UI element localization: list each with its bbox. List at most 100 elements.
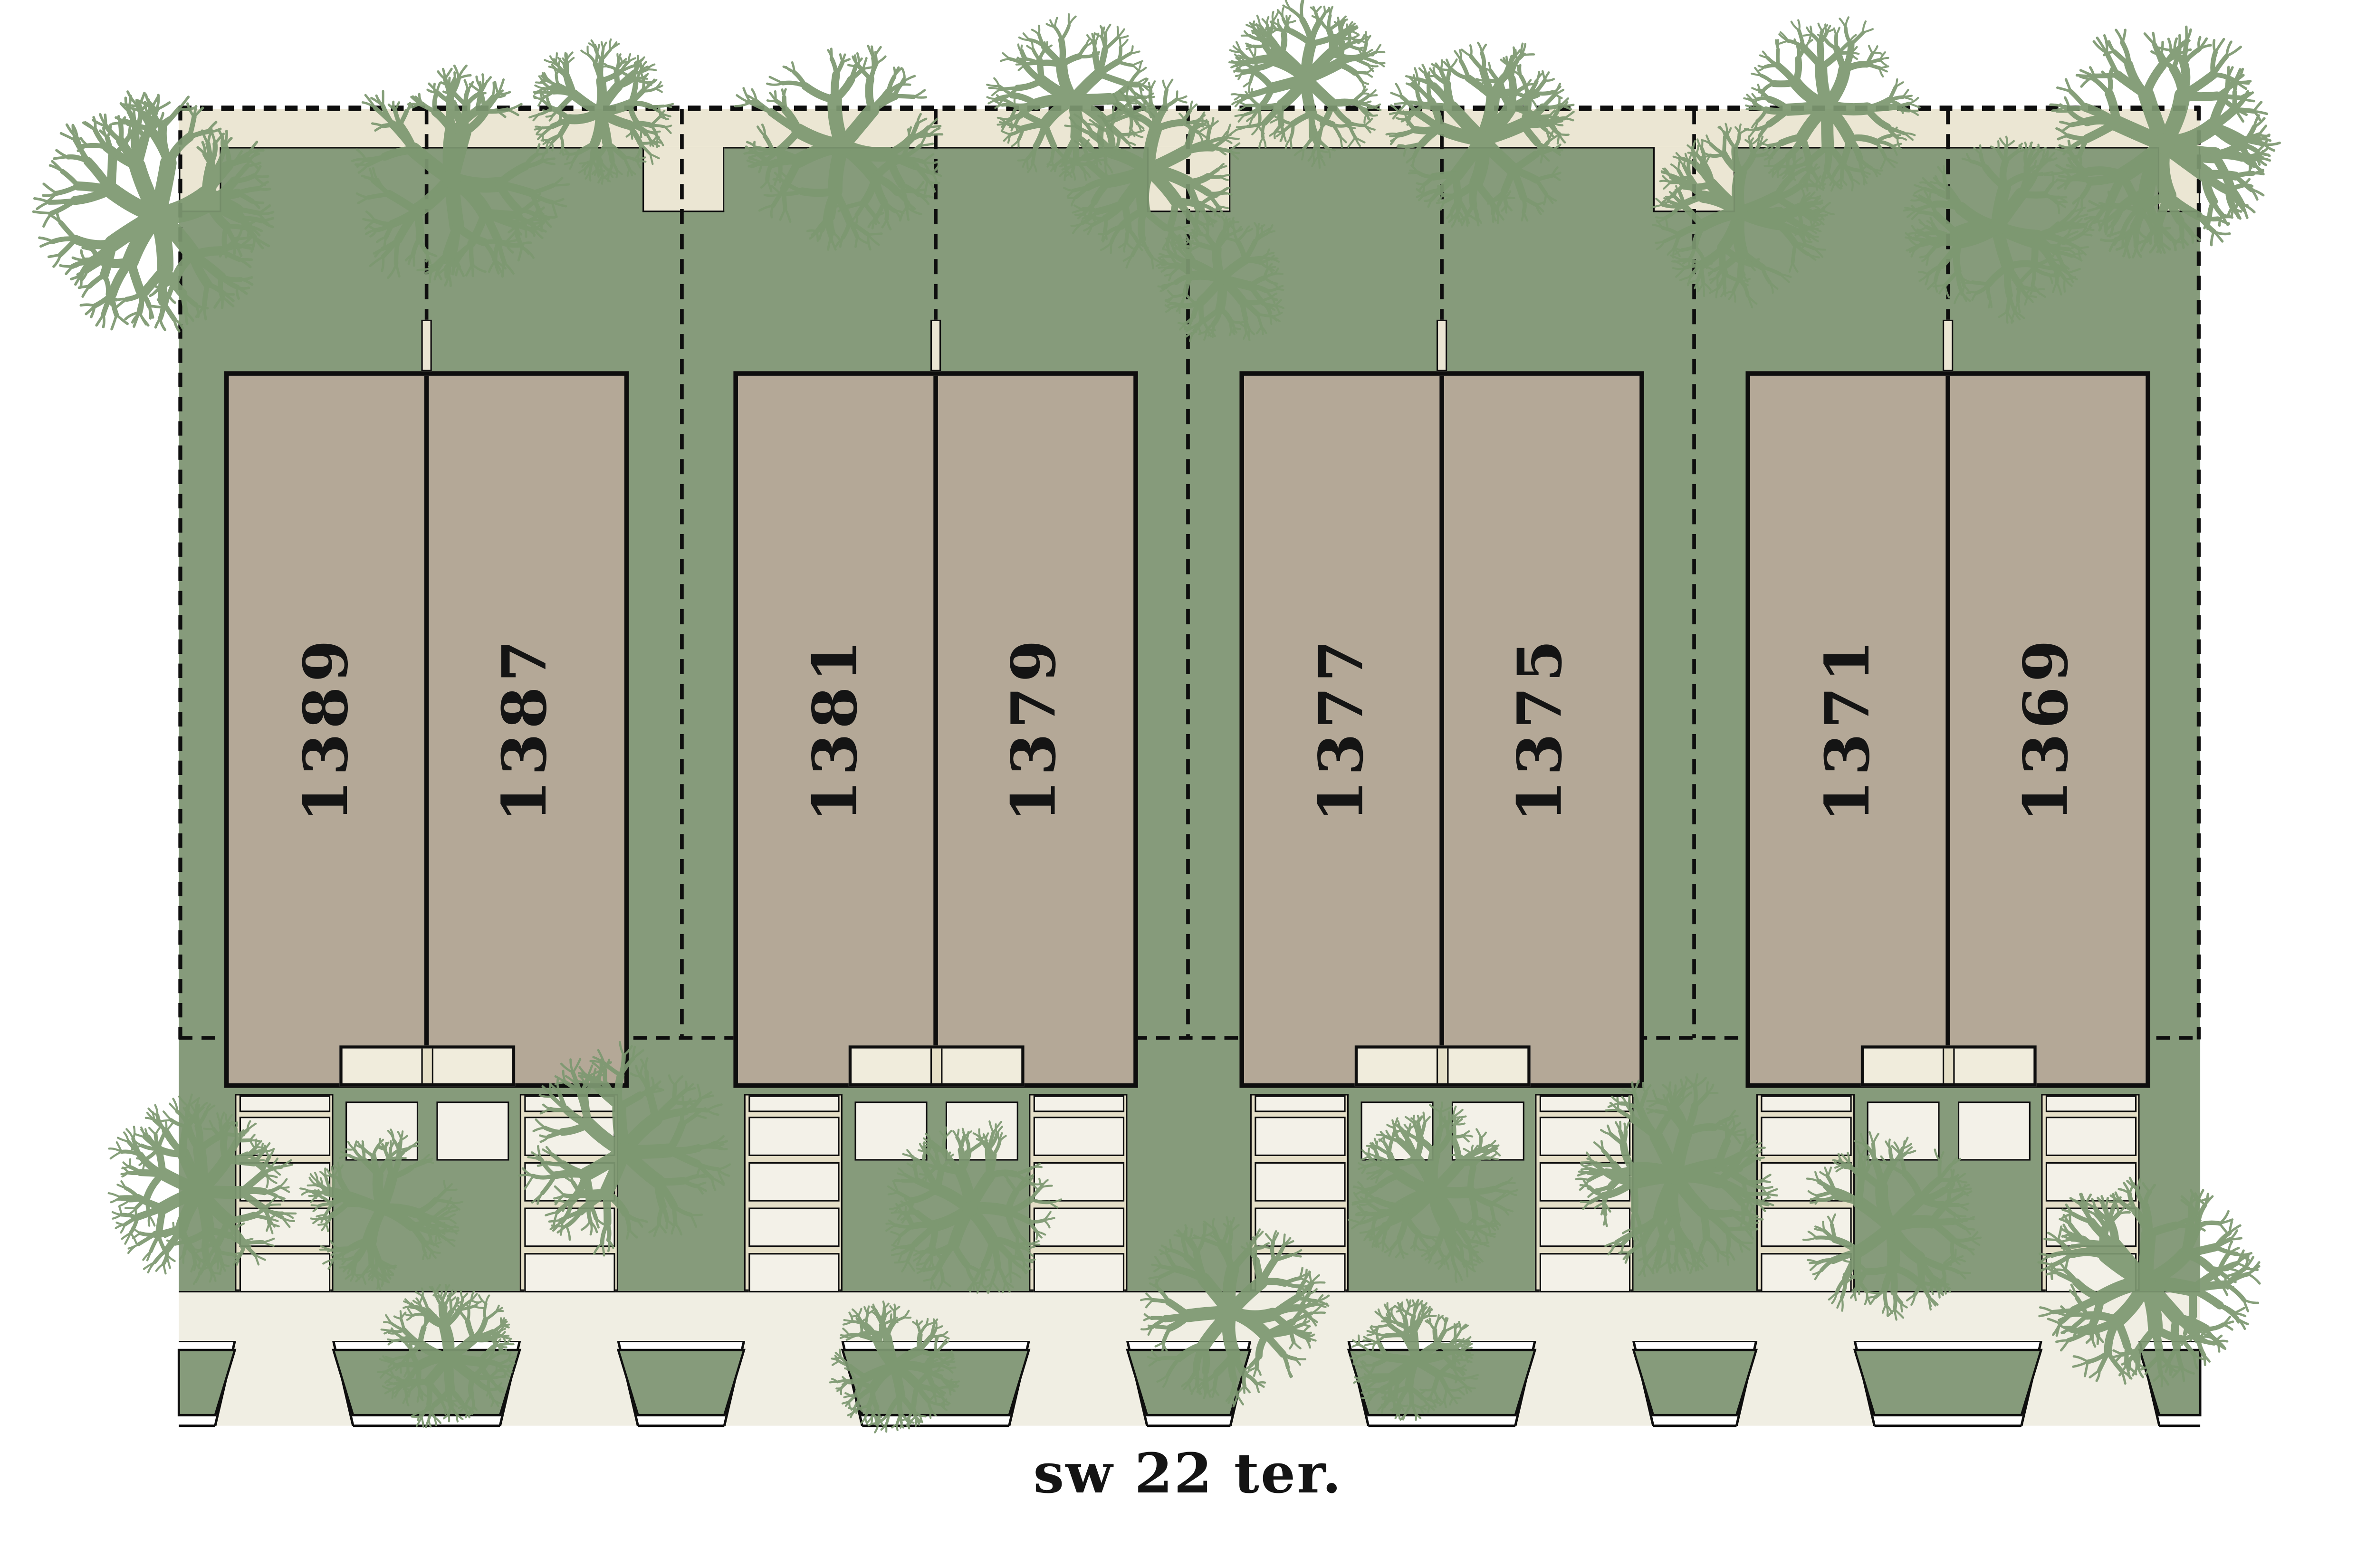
parkway-lawn-trapezoid [177, 1348, 237, 1416]
driveway-apron [1736, 1339, 1875, 1426]
paver-strip [1760, 1117, 1851, 1157]
paver-strip [1539, 1117, 1630, 1157]
porch-party-wall [1942, 1048, 1954, 1083]
sidewalk [179, 1291, 2201, 1341]
paver-strip [2045, 1162, 2136, 1202]
paver-driveway [1756, 1094, 1855, 1293]
paver-strip [747, 1095, 839, 1112]
party-wall-line [933, 375, 938, 1046]
paver-strip [1760, 1162, 1851, 1202]
parkway-lawn-trapezoid [1126, 1348, 1252, 1416]
paver-strip [523, 1117, 615, 1157]
lot-line-post [1943, 319, 1954, 372]
driveway-apron [500, 1339, 638, 1426]
apron-edge [1229, 1340, 1252, 1426]
entry-porch [1354, 1045, 1530, 1087]
tree-branches [1384, 1329, 1447, 1392]
site-plan: 1389 1387 1381 1379 1377 1375 1371 1369 … [32, 0, 2281, 1506]
paver-strip [1033, 1117, 1124, 1157]
building-duplex-3: 1377 1375 [1239, 371, 1644, 1088]
paver-strip [523, 1095, 615, 1112]
paver-driveway [519, 1094, 619, 1293]
unit-address-label: 1381 [800, 635, 872, 822]
apron-edge [723, 1340, 746, 1426]
paver-strip [1033, 1162, 1124, 1202]
unit-address-label: 1389 [291, 635, 363, 822]
paver-strip [1539, 1207, 1630, 1247]
parkway-lawn-trapezoid [841, 1348, 1031, 1416]
paver-strip [1539, 1253, 1630, 1293]
apron-edge [1347, 1340, 1370, 1426]
lot-line-post [421, 319, 432, 372]
entry-stoop-pad [435, 1101, 508, 1161]
apron-edge [1735, 1340, 1758, 1426]
paver-strip [1254, 1117, 1345, 1157]
unit-address-label: 1371 [1812, 635, 1884, 822]
entry-stoop-pad [1866, 1101, 1939, 1161]
paver-strip [523, 1162, 615, 1202]
paver-strip [2045, 1095, 2136, 1112]
rear-walkway-notch [642, 147, 725, 212]
parkway-lawn-trapezoid [616, 1348, 746, 1416]
parkway-lawn-trapezoid [2138, 1348, 2202, 1416]
building-duplex-2: 1381 1379 [733, 371, 1138, 1088]
apron-edge [214, 1340, 236, 1426]
entry-stoop-pad [345, 1101, 418, 1161]
paver-strip [239, 1207, 330, 1247]
parkway-lawn-trapezoid [1853, 1348, 2043, 1416]
rear-walkway-notch [2157, 147, 2201, 212]
tree-branches [861, 1332, 929, 1401]
unit-address-label: 1387 [489, 635, 561, 822]
apron-edge [1514, 1340, 1536, 1426]
apron-edge [841, 1340, 863, 1426]
paver-driveway [1250, 1094, 1349, 1293]
building-duplex-4: 1371 1369 [1745, 371, 2150, 1088]
entry-stoop-pad [1360, 1101, 1433, 1161]
paver-strip [1760, 1095, 1851, 1112]
paver-strip [239, 1253, 330, 1293]
paver-strip [1254, 1095, 1345, 1112]
street-name-label: sw 22 ter. [1033, 1442, 1343, 1506]
tree-trunk [1409, 1355, 1421, 1367]
entry-porch [338, 1045, 515, 1087]
party-wall-line [1439, 375, 1444, 1046]
driveway-apron [1009, 1339, 1147, 1426]
paver-strip [1760, 1207, 1851, 1247]
unit-address-label: 1375 [1504, 635, 1576, 822]
driveway-apron [1515, 1339, 1653, 1426]
driveway-apron [2021, 1339, 2160, 1426]
tree-trunk [888, 1360, 901, 1373]
paver-strip [239, 1117, 330, 1157]
paver-strip [239, 1162, 330, 1202]
entry-stoop-pad [1451, 1101, 1524, 1161]
parkway-lawn-trapezoid [332, 1348, 521, 1416]
porch-party-wall [929, 1048, 942, 1083]
unit-address-label: 1377 [1306, 635, 1378, 822]
entry-stoop-pad [853, 1101, 927, 1161]
rear-walkway-notch [1653, 147, 1735, 212]
party-wall-line [1945, 375, 1950, 1046]
apron-edge [332, 1340, 354, 1426]
porch-party-wall [1436, 1048, 1448, 1083]
porch-party-wall [420, 1048, 433, 1083]
paver-strip [2045, 1207, 2136, 1247]
apron-edge [1632, 1340, 1655, 1426]
parkway-lawn-trapezoid [1632, 1348, 1758, 1416]
paver-strip [1760, 1253, 1851, 1293]
paver-strip [2045, 1117, 2136, 1157]
paver-driveway [235, 1094, 334, 1293]
paver-strip [1254, 1162, 1345, 1202]
apron-edge [1126, 1340, 1149, 1426]
paver-driveway [2041, 1094, 2140, 1293]
tree-trunk [442, 1351, 455, 1364]
paver-strip [1033, 1253, 1124, 1293]
parkway-lawn-trapezoid [1347, 1348, 1537, 1416]
apron-edge [2020, 1340, 2042, 1426]
paver-driveway [1535, 1094, 1634, 1293]
driveway-apron [1230, 1339, 1369, 1426]
paver-strip [1539, 1095, 1630, 1112]
apron-edge [2138, 1340, 2161, 1426]
paver-strip [523, 1253, 615, 1293]
paver-strip [2045, 1253, 2136, 1293]
paver-strip [747, 1162, 839, 1202]
